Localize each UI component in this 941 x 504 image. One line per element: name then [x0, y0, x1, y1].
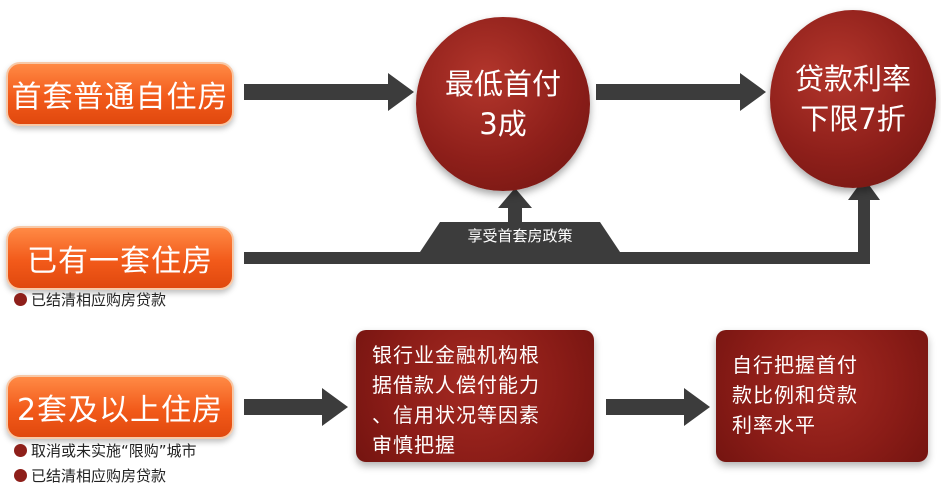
down-payment-line1: 最低首付 [444, 67, 561, 101]
self-line1: 自行把握首付 [732, 353, 858, 377]
arrow-policy-up [498, 188, 532, 222]
rate-line1: 贷款利率 [794, 62, 911, 96]
arrow-bank-to-self [606, 388, 710, 426]
policy-trapezoid [420, 222, 620, 252]
first-home-label: 首套普通自住房 [11, 80, 229, 115]
policy-label: 享受首套房政策 [467, 227, 573, 245]
down-payment-line2: 3成 [479, 107, 527, 141]
second-home-pill: 已有一套住房 [6, 226, 234, 290]
bank-line4: 审慎把握 [372, 433, 456, 457]
bank-judgment-box: 银行业金融机构根 据借款人偿付能力 、信用状况等因素 审慎把握 [356, 330, 594, 462]
self-line3: 利率水平 [732, 413, 816, 437]
multi-note-2: 已结清相应购房贷款 [14, 465, 166, 486]
second-home-note: 已结清相应购房贷款 [14, 289, 166, 310]
rate-circle: 贷款利率 下限7折 [770, 10, 936, 188]
self-determine-box: 自行把握首付 款比例和贷款 利率水平 [716, 330, 928, 462]
multiple-homes-pill: 2套及以上住房 [6, 375, 234, 439]
bank-line2: 据借款人偿付能力 [372, 373, 540, 397]
bullet-dot [14, 469, 27, 482]
bank-line1: 银行业金融机构根 [372, 343, 540, 367]
rate-line2: 下限7折 [800, 102, 906, 136]
multi-note-1: 取消或未实施“限购”城市 [14, 440, 197, 461]
arrow-multi-to-bank [244, 388, 348, 426]
bullet-dot [14, 444, 27, 457]
arrow-downpayment-to-rate [596, 73, 766, 111]
bank-line3: 、信用状况等因素 [372, 403, 540, 427]
arrow-first-to-downpayment [244, 73, 414, 111]
multi-note-1-text: 取消或未实施“限购”城市 [31, 442, 197, 460]
multi-note-2-text: 已结清相应购房贷款 [31, 467, 167, 485]
second-home-note-text: 已结清相应购房贷款 [31, 291, 167, 309]
first-home-pill: 首套普通自住房 [6, 62, 234, 126]
second-home-label: 已有一套住房 [27, 244, 213, 279]
multiple-homes-label: 2套及以上住房 [16, 393, 224, 428]
arrow-second-home-line [244, 178, 880, 264]
bullet-dot [14, 293, 27, 306]
down-payment-circle: 最低首付 3成 [416, 17, 590, 191]
self-line2: 款比例和贷款 [732, 383, 858, 407]
